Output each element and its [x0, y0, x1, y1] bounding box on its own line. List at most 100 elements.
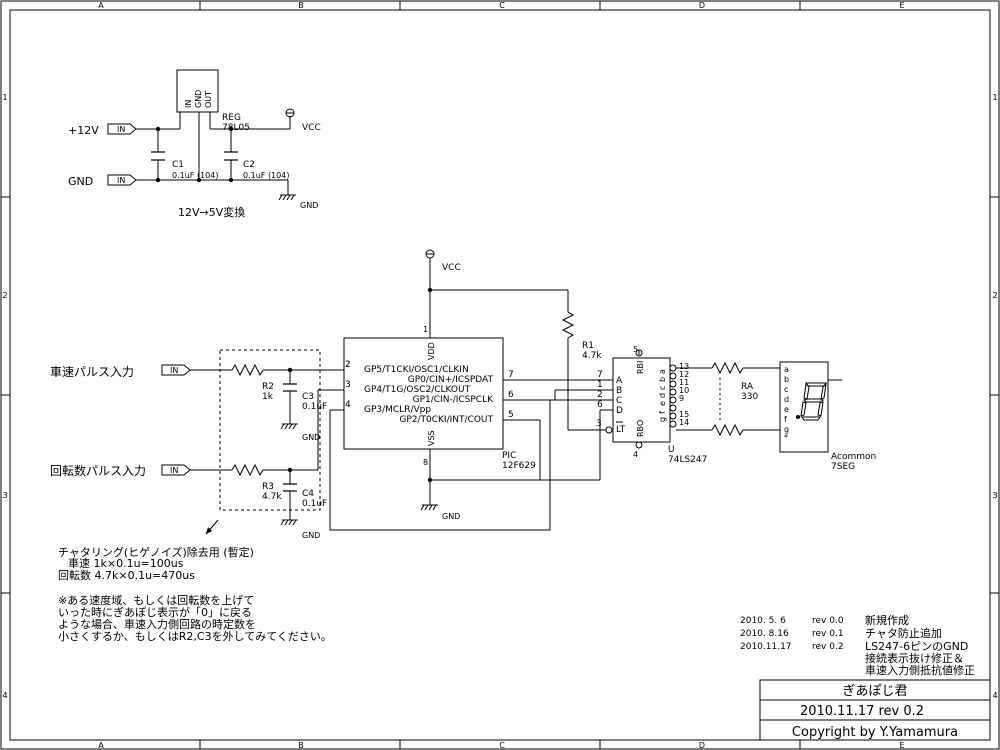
rev2-desc1: LS247-6ピンのGND: [865, 640, 968, 653]
dec-out-e: e: [658, 401, 667, 406]
filter-note-line1: 車速 1k×0.1u=100us: [68, 556, 184, 570]
dec-pin-9-num: 9: [679, 394, 684, 403]
seg-pin-d: d: [784, 395, 789, 404]
in-port-12v: [107, 123, 137, 135]
rev2-date: 2010.11.17: [740, 642, 792, 652]
c1-value: 0.1uF (104): [172, 171, 218, 180]
zone-row-1-right: 1: [992, 93, 997, 102]
ra-value: 330: [741, 392, 758, 402]
zone-col-b: B: [298, 1, 304, 10]
pic-ref: PIC: [502, 451, 516, 461]
c1-ref: C1: [172, 160, 184, 170]
speed-pulse-input-label: 車速パルス入力: [50, 365, 134, 379]
r1-value: 4.7k: [582, 351, 602, 361]
dec-pin-15-num: 15: [679, 410, 689, 419]
dec-lt-label: LT: [616, 425, 626, 435]
title-date-rev: 2010.11.17 rev 0.2: [800, 704, 924, 719]
pic-pin-4-num: 4: [345, 400, 351, 410]
power-caption: 12V→5V変換: [178, 205, 245, 219]
seg-name-acommon: Acommon: [831, 452, 876, 462]
ra-resistor-array: RA 330: [711, 361, 780, 437]
zone-col-e: E: [899, 1, 904, 10]
filter-dashed-box: [219, 349, 321, 511]
rev1-date: 2010. 8.16: [740, 629, 789, 639]
zone-row-1: 1: [2, 93, 7, 102]
c4-value: 0.1uF: [302, 499, 327, 509]
seg-pin-f: f: [784, 415, 787, 424]
zone-row-2: 2: [2, 291, 7, 300]
in-port-12v-text: IN: [117, 125, 125, 134]
pic-pin-5-num: 5: [508, 410, 514, 420]
dec-rbo-label: RBO: [636, 420, 645, 437]
dec-pin-d-label: D: [616, 406, 623, 416]
zone-col-d-bottom: D: [699, 741, 705, 750]
gnd-label-c4: GND: [302, 531, 320, 540]
reg-pin-out: OUT: [204, 91, 213, 108]
pic-pin-2-num: 2: [345, 360, 351, 370]
dec-pin-13-num: 13: [679, 362, 689, 371]
r1-ref: R1: [582, 341, 594, 351]
input-section: 車速パルス入力 IN GND R2 1k C3 0.1uF 回転数パルス入力 I…: [50, 349, 344, 540]
gnd-symbol-label-power: GND: [300, 201, 318, 210]
pic-pin-vdd-num: 1: [423, 325, 428, 334]
c3-value: 0.1uF: [302, 402, 327, 412]
filter-note-line2: 回転数 4.7k×0.1u=470us: [58, 569, 195, 582]
zone-row-4-right: 4: [992, 691, 997, 700]
c2-value: 0.1uF (104): [243, 171, 289, 180]
r1-resistor: R1 4.7k: [561, 290, 606, 431]
seven-seg-section: a b c d e f g * Acommon 7SEG: [779, 361, 876, 472]
decoder-output-bubbles: [669, 364, 677, 428]
pic-pin-gp4-label: GP4/T1G/OSC2/CLKOUT: [364, 385, 471, 395]
rev2-desc3: 車速入力側抵抗値修正: [865, 663, 975, 677]
revision-history: 2010. 5. 6 rev 0.0 新規作成 2010. 8.16 rev 0…: [740, 613, 975, 677]
decoder-output-labels: a b c d e f g: [658, 369, 667, 422]
plus12v-label: +12V: [68, 124, 99, 137]
gnd-label-c3: GND: [302, 433, 320, 442]
pic-vss-label: VSS: [427, 430, 436, 446]
zone-col-a-bottom: A: [98, 741, 104, 750]
seg-pin-c: c: [784, 385, 788, 394]
r3-value: 4.7k: [262, 492, 282, 502]
reg-ref: REG: [222, 113, 241, 123]
dec-out-d: d: [658, 393, 667, 398]
dec-pin-b-label: B: [616, 386, 622, 396]
dec-pin-a-label: A: [616, 376, 623, 386]
seg-pin-e: e: [784, 405, 789, 414]
dec-pin-1-num: 1: [597, 380, 603, 390]
dec-pin-7-num: 7: [597, 370, 603, 380]
pic-pin-gp1-label: GP1/CIN-/ICSPCLK: [413, 395, 494, 405]
pic-pin-3-num: 3: [345, 380, 351, 390]
pic-part: 12F629: [502, 461, 536, 471]
zone-col-c: C: [499, 1, 505, 10]
decoder-part: 74LS247: [668, 455, 707, 465]
rev0-date: 2010. 5. 6: [740, 616, 786, 626]
rev2-desc2: 接続表示抜け修正＆: [865, 651, 964, 665]
zone-row-2-right: 2: [992, 291, 997, 300]
rev2-rev: rev 0.2: [812, 642, 844, 652]
dec-out-b: b: [658, 377, 667, 382]
decoder-ref: U: [668, 445, 675, 455]
in-port-gnd: [107, 174, 137, 186]
dec-pin-2-num: 2: [597, 390, 603, 400]
filter-note-title: チャタリング(ヒゲノイズ)除去用 (暫定): [58, 545, 254, 559]
dec-pin-14-num: 14: [679, 418, 689, 427]
dec-pin-11-num: 11: [679, 378, 689, 387]
rev1-rev: rev 0.1: [812, 629, 844, 639]
dec-pin-4-num: 4: [633, 450, 638, 459]
c4-ref: C4: [302, 489, 314, 499]
zone-col-c-bottom: C: [499, 741, 505, 750]
seg-pin-a: a: [784, 365, 789, 374]
seven-segment-display: [779, 361, 829, 453]
dec-pin-10-num: 10: [679, 386, 689, 395]
pic-pin-vss-num: 8: [423, 458, 428, 467]
in-port-rpm-text: IN: [170, 466, 178, 475]
pic-pin-gp0-label: GP0/CIN+/ICSPDAT: [408, 375, 494, 385]
reg-pin-gnd: GND: [194, 90, 203, 108]
c3-ref: C3: [302, 392, 314, 402]
regulator-78l05: [176, 69, 219, 113]
title-block: ぎあぽじ君 2010.11.17 rev 0.2 Copyright by Y.…: [759, 679, 991, 741]
decoder-section: A B C D 7 1 2 6 LT 3 RBI 5 RBO 4 U 74LS2…: [596, 345, 712, 465]
caution-line3: ような場合、車速入力側回路の時定数を: [58, 617, 256, 631]
